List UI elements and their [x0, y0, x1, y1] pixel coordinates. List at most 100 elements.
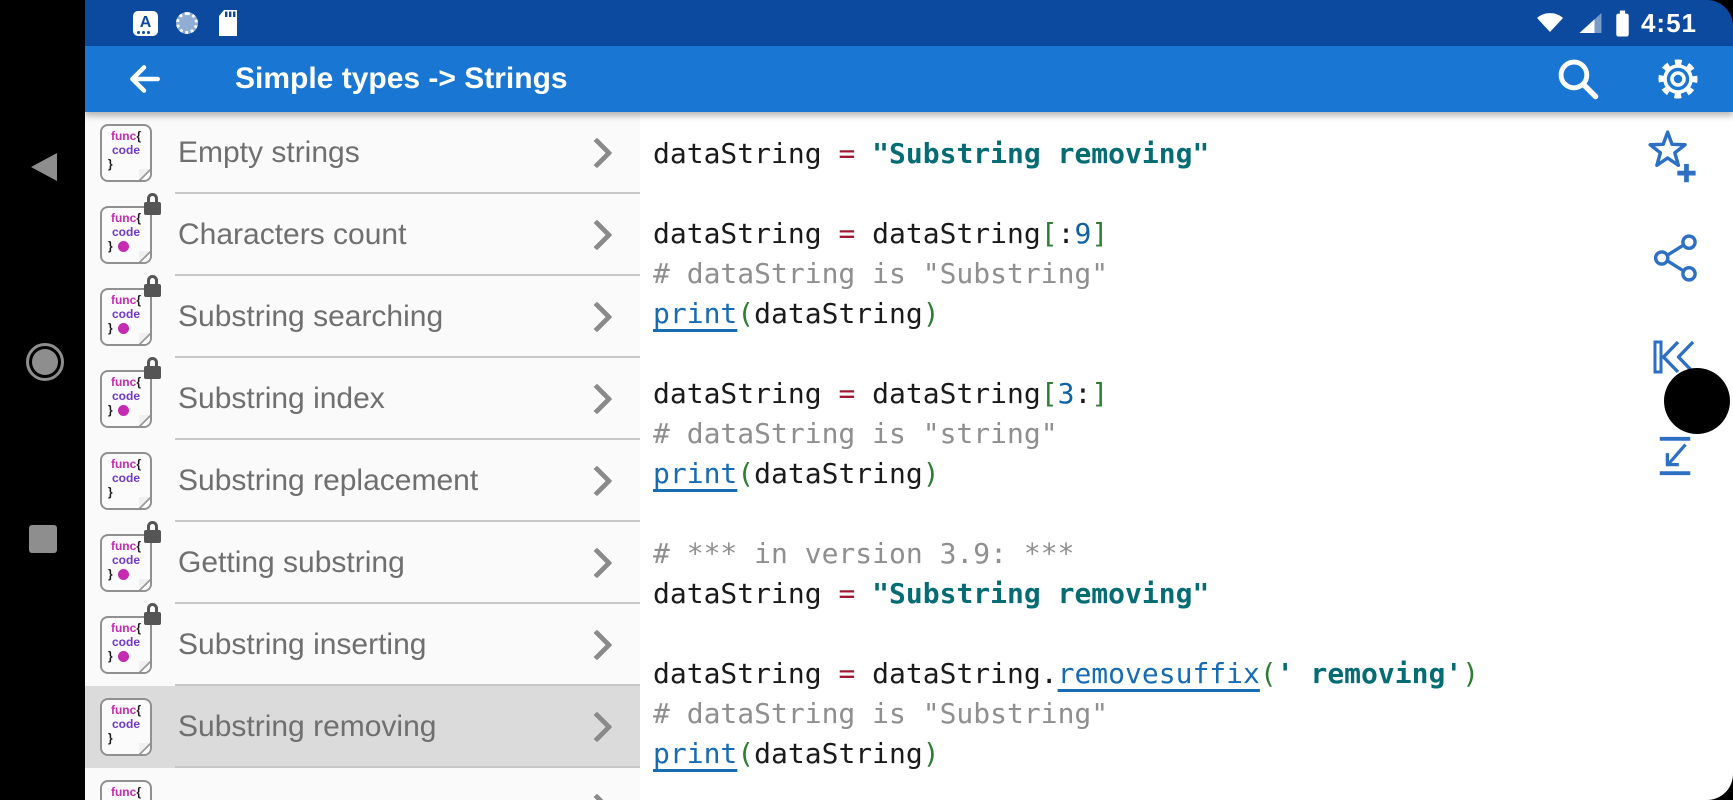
jump-to-bottom-button[interactable] — [1654, 435, 1696, 477]
code-token: ) — [922, 737, 940, 770]
sidebar-item-label: Getting substring — [178, 546, 405, 579]
code-doc-icon: func{code} — [100, 603, 161, 674]
code-doc-icon: func{code} — [100, 452, 152, 510]
favorite-add-button[interactable] — [1645, 128, 1701, 188]
sidebar-item-label: Substring removing — [178, 710, 437, 743]
topic-list[interactable]: func{code} Empty strings func{code} Charact… — [85, 112, 640, 800]
code-line: dataString = "Substring removing" — [653, 574, 1733, 614]
status-bar-right-icons: 4:51 — [1534, 0, 1697, 46]
progress-dot-icon — [117, 568, 129, 580]
chevron-right-icon — [581, 137, 613, 169]
sidebar-item[interactable]: func{code} Substring inserting — [85, 603, 640, 686]
record-overlay-button[interactable] — [1664, 368, 1730, 434]
code-token: # dataString is "string" — [653, 417, 1058, 450]
sidebar-item[interactable]: func{code} Substring removing — [85, 686, 640, 768]
code-token: dataString — [754, 457, 923, 490]
sidebar-item[interactable]: func{code} Empty strings — [85, 112, 640, 194]
sidebar-item[interactable]: func{code}Substring replacement — [85, 440, 640, 522]
code-function-link[interactable]: removesuffix — [1057, 657, 1260, 690]
list-divider — [175, 602, 640, 604]
code-line: # *** in version 3.9: *** — [653, 534, 1733, 574]
chevron-right-icon — [581, 793, 613, 800]
code-token: dataString — [653, 217, 839, 250]
sidebar-item[interactable]: func{code} — [85, 768, 640, 800]
code-line: print(dataString) — [653, 454, 1733, 494]
code-token: ( — [737, 737, 755, 770]
code-doc-icon: func{code} — [100, 521, 161, 592]
code-token: "Substring removing" — [872, 137, 1210, 170]
sidebar-item-label: Substring index — [178, 382, 385, 415]
lock-icon — [142, 521, 162, 547]
code-token: ( — [737, 457, 755, 490]
code-token: "Substring removing" — [872, 577, 1210, 610]
back-arrow-button[interactable] — [125, 60, 163, 98]
code-line — [653, 614, 1733, 654]
code-token: ( — [1259, 657, 1277, 690]
code-token: [ — [1040, 217, 1058, 250]
chevron-right-icon — [581, 711, 613, 743]
page-title: Simple types -> Strings — [235, 62, 568, 95]
progress-dot-icon — [117, 650, 129, 662]
code-token: [ — [1040, 377, 1058, 410]
chevron-right-icon — [581, 219, 613, 251]
sidebar-item-label: Characters count — [178, 218, 407, 251]
code-token: ) — [922, 457, 940, 490]
sd-card-icon — [219, 10, 237, 36]
code-token: ] — [1091, 217, 1109, 250]
code-function-link[interactable]: print — [653, 297, 738, 330]
sidebar-item[interactable]: func{code} Characters count — [85, 193, 640, 276]
code-view[interactable]: dataString = "Substring removing"dataStr… — [640, 112, 1733, 800]
keyboard-letter: A — [139, 14, 152, 31]
progress-dot-icon — [117, 240, 129, 252]
code-token: dataString — [754, 297, 923, 330]
progress-dot-icon — [117, 404, 129, 416]
code-doc-icon: func{code} — [100, 275, 161, 346]
code-doc-icon: func{code} — [100, 193, 161, 264]
code-token: . — [1040, 657, 1058, 690]
code-token: ' removing' — [1276, 657, 1463, 690]
clock-time: 4:51 — [1640, 7, 1697, 38]
android-recents-button[interactable] — [29, 525, 57, 553]
lock-icon — [142, 603, 162, 629]
code-function-link[interactable]: print — [653, 457, 738, 490]
android-home-button[interactable] — [26, 343, 64, 381]
timer-icon — [176, 12, 198, 34]
code-token: = — [838, 137, 873, 170]
sidebar-item[interactable]: func{code}Substring searching — [85, 275, 640, 358]
code-token: 9 — [1074, 217, 1092, 250]
lock-icon — [142, 275, 162, 301]
code-doc-icon: func{code} — [100, 124, 152, 182]
code-line: dataString = dataString.removesuffix(' r… — [653, 654, 1733, 694]
code-doc-icon: func{code} — [100, 357, 161, 428]
code-token: : — [1057, 217, 1075, 250]
code-function-link[interactable]: print — [653, 737, 738, 770]
sidebar-item[interactable]: func{code} Substring index — [85, 357, 640, 440]
sidebar-item-label: Empty strings — [178, 136, 360, 169]
settings-gear-button[interactable] — [1654, 55, 1702, 103]
search-button[interactable] — [1555, 56, 1601, 102]
code-token: # dataString is "Substring" — [653, 697, 1109, 730]
skip-to-start-button[interactable] — [1653, 340, 1697, 374]
code-token: = — [838, 577, 873, 610]
code-token: dataString — [754, 737, 923, 770]
code-line — [653, 174, 1733, 214]
list-divider — [175, 438, 640, 440]
code-line: dataString = dataString[:9] — [653, 214, 1733, 254]
share-button[interactable] — [1653, 234, 1701, 282]
cell-signal-icon — [1579, 13, 1602, 33]
chevron-right-icon — [581, 465, 613, 497]
code-line — [653, 334, 1733, 374]
code-token: 3 — [1057, 377, 1075, 410]
sidebar-item[interactable]: func{code} Getting substring — [85, 521, 640, 604]
android-back-button[interactable] — [31, 153, 57, 181]
code-line: # dataString is "Substring" — [653, 254, 1733, 294]
home-circle-icon — [32, 349, 58, 375]
sidebar-item-label: Substring inserting — [178, 628, 427, 661]
code-doc-icon: func{code} — [100, 698, 152, 756]
code-line: print(dataString) — [653, 734, 1733, 774]
list-divider — [175, 274, 640, 276]
code-token: ) — [922, 297, 940, 330]
code-token: dataString — [872, 657, 1041, 690]
code-line: dataString = dataString[3:] — [653, 374, 1733, 414]
lock-icon — [142, 357, 162, 383]
